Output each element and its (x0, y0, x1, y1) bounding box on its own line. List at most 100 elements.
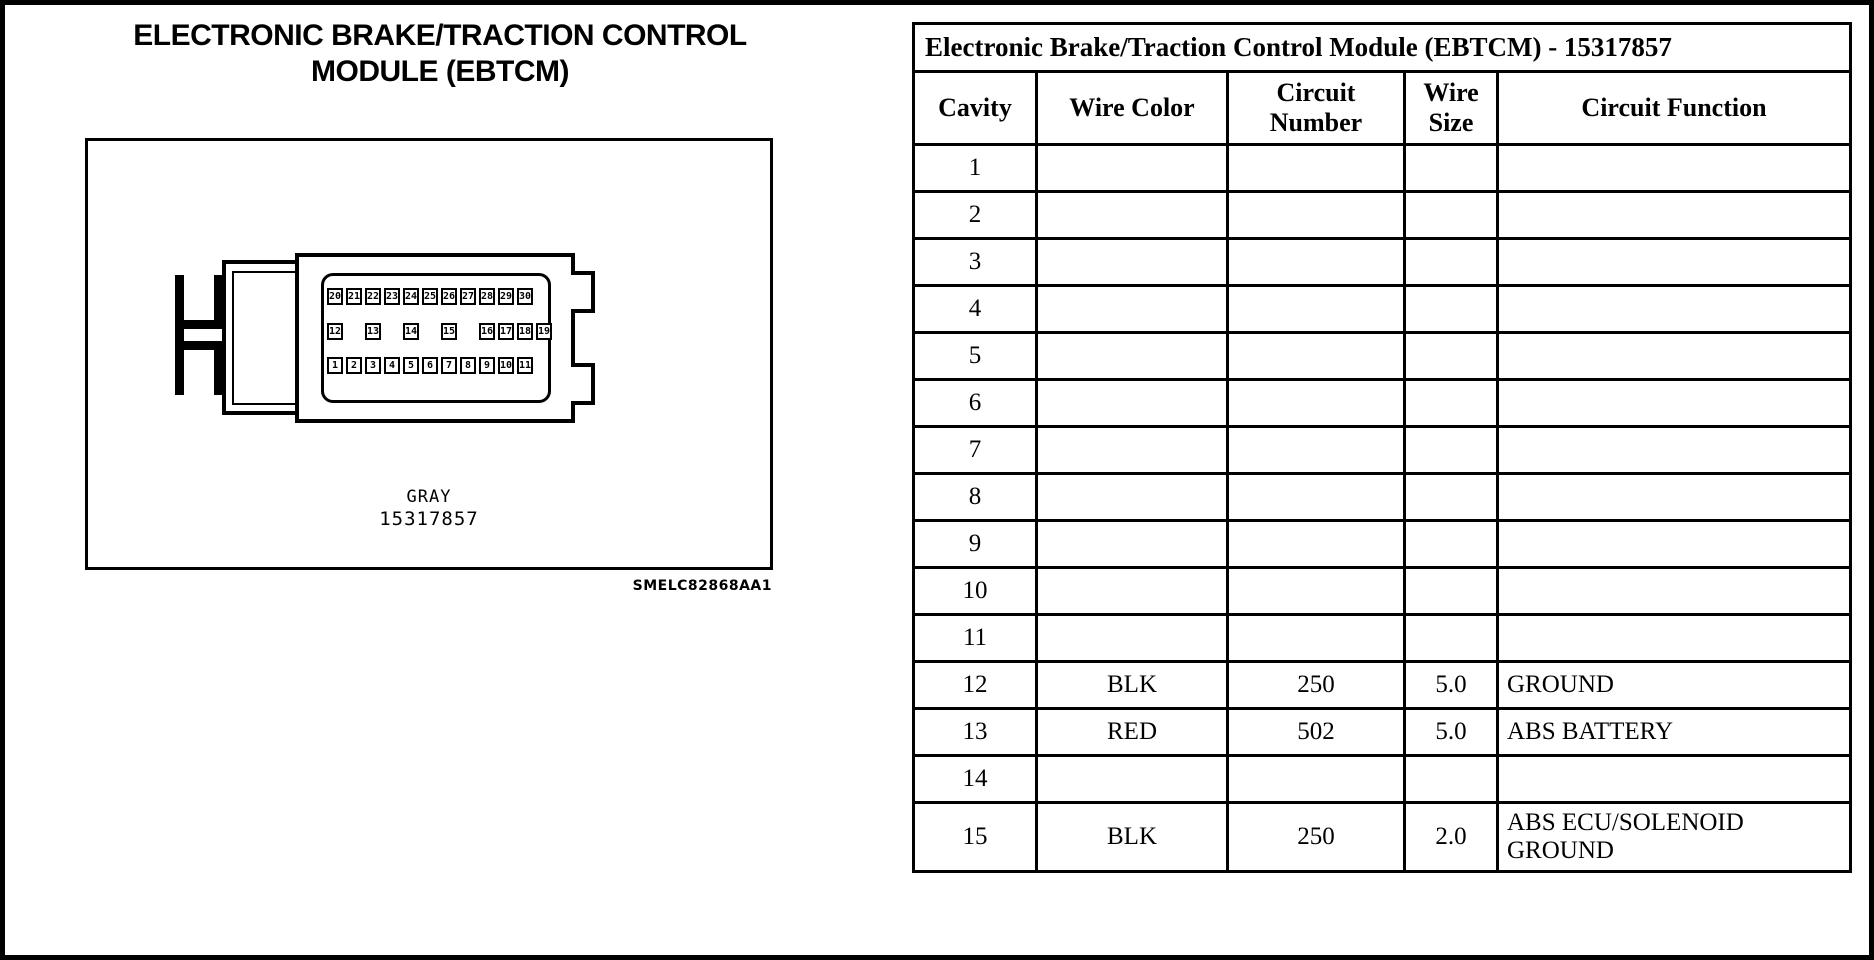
column-header-wire-size: Wire Size (1403, 70, 1499, 146)
cell-circuit-number (1226, 472, 1406, 522)
pin-cavity-14: 14 (403, 323, 419, 340)
diagram-title: ELECTRONIC BRAKE/TRACTION CONTROL MODULE… (10, 18, 870, 90)
pin-cavity-18: 18 (517, 323, 533, 340)
table-row: 11 (912, 613, 1852, 663)
column-header-circuit-function: Circuit Function (1496, 70, 1852, 146)
cell-cavity: 5 (912, 331, 1038, 381)
cell-cavity: 7 (912, 425, 1038, 475)
column-header-wire-color: Wire Color (1035, 70, 1229, 146)
cell-circuit-function (1496, 519, 1852, 569)
cell-wire-color (1035, 378, 1229, 428)
cell-wire-color: BLK (1035, 660, 1229, 710)
connector-tab-bottom-seam (569, 367, 575, 401)
cell-circuit-function (1496, 378, 1852, 428)
cell-cavity: 1 (912, 143, 1038, 193)
connector-tab-bottom (571, 363, 595, 405)
column-header-wire-size-line1: Wire (1423, 78, 1479, 107)
cell-circuit-number (1226, 613, 1406, 663)
pin-cavity-11: 11 (517, 357, 533, 374)
table-row: 6 (912, 378, 1852, 428)
cell-wire-size (1403, 425, 1499, 475)
pin-cavity-7: 7 (441, 357, 457, 374)
latch-arm-top (175, 320, 223, 329)
table-row: 8 (912, 472, 1852, 522)
column-header-cavity: Cavity (912, 70, 1038, 146)
pin-cavity-9: 9 (479, 357, 495, 374)
cell-wire-size (1403, 190, 1499, 240)
cell-cavity: 15 (912, 801, 1038, 873)
cell-circuit-function: ABS BATTERY (1496, 707, 1852, 757)
latch-post-bottom (214, 341, 223, 395)
cell-circuit-number (1226, 378, 1406, 428)
cell-wire-color (1035, 284, 1229, 334)
cell-circuit-function (1496, 190, 1852, 240)
cell-cavity: 2 (912, 190, 1038, 240)
cell-wire-size: 5.0 (1403, 707, 1499, 757)
diagram-frame (85, 138, 773, 570)
latch-post-top (214, 275, 223, 329)
column-header-circuit-number-line1: Circuit (1276, 78, 1356, 107)
cell-wire-color (1035, 237, 1229, 287)
pin-cavity-8: 8 (460, 357, 476, 374)
pinout-table-panel: Electronic Brake/Traction Control Module… (912, 22, 1852, 942)
pin-cavity-15: 15 (441, 323, 457, 340)
cell-cavity: 4 (912, 284, 1038, 334)
cell-cavity: 10 (912, 566, 1038, 616)
cell-cavity: 3 (912, 237, 1038, 287)
cell-wire-color (1035, 566, 1229, 616)
cell-cavity: 11 (912, 613, 1038, 663)
cell-wire-size (1403, 472, 1499, 522)
cell-circuit-number (1226, 425, 1406, 475)
cell-wire-color (1035, 754, 1229, 804)
cell-wire-size (1403, 754, 1499, 804)
pin-cavity-12: 12 (327, 323, 343, 340)
cell-wire-size (1403, 331, 1499, 381)
pin-cavity-27: 27 (460, 288, 476, 305)
cell-wire-color (1035, 613, 1229, 663)
cell-circuit-number (1226, 143, 1406, 193)
pin-cavity-6: 6 (422, 357, 438, 374)
cell-wire-color (1035, 519, 1229, 569)
cell-cavity: 9 (912, 519, 1038, 569)
cell-wire-color: RED (1035, 707, 1229, 757)
cell-circuit-function (1496, 331, 1852, 381)
cell-cavity: 12 (912, 660, 1038, 710)
pin-cavity-3: 3 (365, 357, 381, 374)
diagram-title-line2: MODULE (EBTCM) (311, 55, 569, 88)
connector-tab-top (571, 271, 595, 313)
table-row: 5 (912, 331, 1852, 381)
cell-cavity: 13 (912, 707, 1038, 757)
cell-cavity: 14 (912, 754, 1038, 804)
cell-circuit-function (1496, 425, 1852, 475)
pin-cavity-20: 20 (327, 288, 343, 305)
cell-circuit-number: 502 (1226, 707, 1406, 757)
pin-cavity-29: 29 (498, 288, 514, 305)
cell-wire-size (1403, 284, 1499, 334)
cell-cavity: 6 (912, 378, 1038, 428)
latch-arm-bottom (175, 341, 223, 350)
pin-cavity-26: 26 (441, 288, 457, 305)
pin-cavity-28: 28 (479, 288, 495, 305)
table-row: 4 (912, 284, 1852, 334)
cell-wire-color: BLK (1035, 801, 1229, 873)
cell-circuit-number (1226, 237, 1406, 287)
cell-wire-color (1035, 472, 1229, 522)
connector-diagram-panel: ELECTRONIC BRAKE/TRACTION CONTROL MODULE… (0, 0, 900, 960)
cell-wire-size (1403, 237, 1499, 287)
connector-tab-top-seam (569, 275, 575, 309)
cell-wire-size: 5.0 (1403, 660, 1499, 710)
pin-cavity-17: 17 (498, 323, 514, 340)
cell-wire-size: 2.0 (1403, 801, 1499, 873)
cell-wire-size (1403, 613, 1499, 663)
column-header-circuit-number-line2: Number (1269, 108, 1363, 137)
cell-wire-size (1403, 143, 1499, 193)
cell-circuit-number (1226, 284, 1406, 334)
table-row: 14 (912, 754, 1852, 804)
latch-stem (175, 275, 184, 395)
cell-wire-size (1403, 519, 1499, 569)
